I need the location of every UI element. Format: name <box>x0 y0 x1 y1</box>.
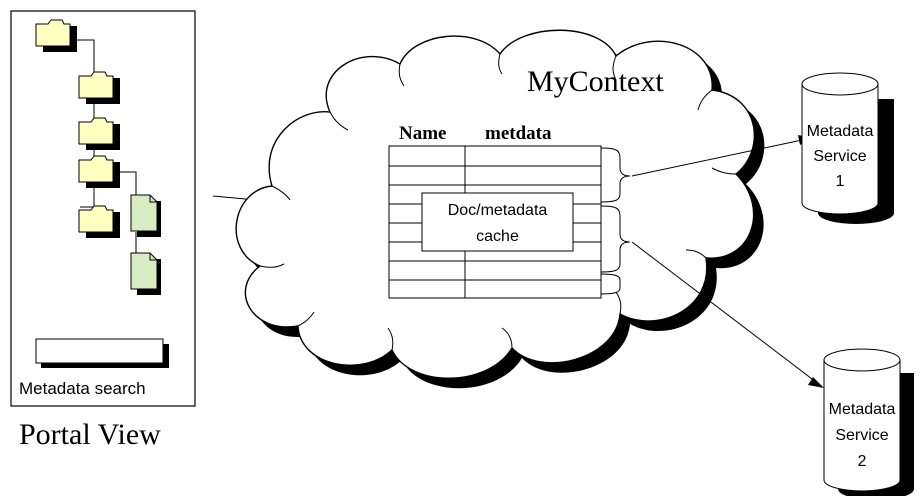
cache-label-line1: Doc/metadata <box>448 202 548 219</box>
search-input[interactable] <box>35 338 164 364</box>
document-icon[interactable] <box>130 252 161 295</box>
column-header-name: Name <box>399 123 446 144</box>
service-1-line3: 1 <box>836 173 845 190</box>
metadata-service-1[interactable]: Metadata Service 1 <box>801 72 894 224</box>
table-braces <box>600 147 631 295</box>
metadata-service-2[interactable]: Metadata Service 2 <box>823 348 914 496</box>
column-header-metadata: metdata <box>485 123 552 144</box>
cache-label-line2: cache <box>476 228 519 245</box>
folder-icon[interactable] <box>78 155 120 188</box>
portal-view-panel: Metadata search <box>10 10 196 407</box>
service-2-line2: Service <box>835 427 888 444</box>
folder-icon[interactable] <box>78 117 120 150</box>
service-2-line3: 2 <box>858 453 867 470</box>
arrow-to-service-2 <box>631 241 824 388</box>
service-2-line1: Metadata <box>829 401 896 418</box>
service-1-line1: Metadata <box>807 123 874 140</box>
service-1-line2: Service <box>813 148 866 165</box>
folder-icon[interactable] <box>78 71 120 104</box>
document-icon[interactable] <box>130 194 161 237</box>
search-label: Metadata search <box>19 379 146 398</box>
cloud-title: MyContext <box>527 65 664 98</box>
cloud-bumps <box>259 53 737 351</box>
cache-box: Doc/metadata cache <box>421 192 574 252</box>
folder-icon[interactable] <box>78 205 120 238</box>
portal-view-title: Portal View <box>19 418 161 451</box>
folder-icon[interactable] <box>35 19 77 52</box>
